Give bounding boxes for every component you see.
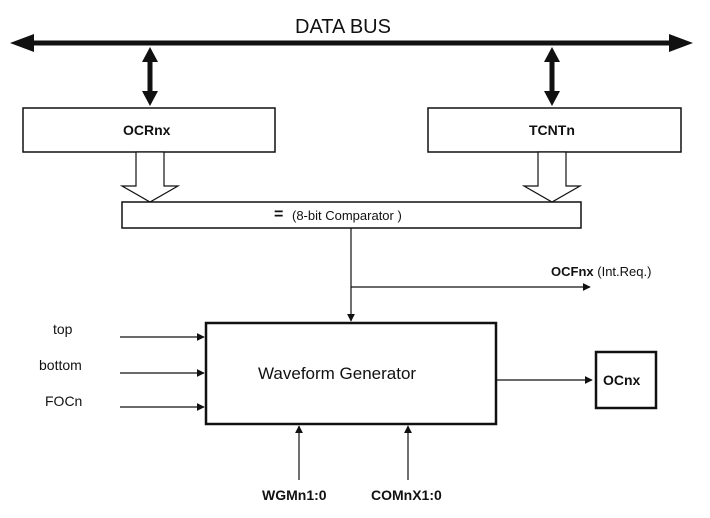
control-label-com: COMnX1:0 — [371, 487, 442, 503]
ocr-to-comparator-arrow — [119, 151, 181, 203]
ocf-flag-label: OCFnx (Int.Req.) — [551, 265, 651, 278]
input-label-top: top — [53, 321, 73, 337]
comparator-box — [121, 201, 582, 229]
ocr-register-box — [22, 107, 276, 153]
input-label-bottom: bottom — [39, 357, 82, 373]
data-bus — [10, 34, 693, 52]
tcnt-register-label: TCNTn — [529, 122, 575, 138]
comparator-label: (8-bit Comparator ) — [292, 208, 402, 223]
comparator-symbol: = — [274, 206, 284, 223]
ocf-flag-name: OCFnx — [551, 264, 594, 279]
tcnt-to-comparator-arrow — [521, 151, 583, 203]
waveform-generator-label: Waveform Generator — [258, 364, 417, 383]
tcnt-bus-link — [544, 47, 560, 106]
output-box — [594, 350, 658, 410]
output-label: OCnx — [603, 372, 641, 388]
ocr-register-label: OCRnx — [123, 122, 171, 138]
control-label-wgm: WGMn1:0 — [262, 487, 327, 503]
input-label-focn: FOCn — [45, 393, 83, 409]
waveform-generator-box — [204, 321, 498, 426]
data-bus-title: DATA BUS — [295, 16, 391, 38]
ocr-bus-link — [142, 47, 158, 106]
ocf-flag-note: (Int.Req.) — [597, 264, 652, 279]
